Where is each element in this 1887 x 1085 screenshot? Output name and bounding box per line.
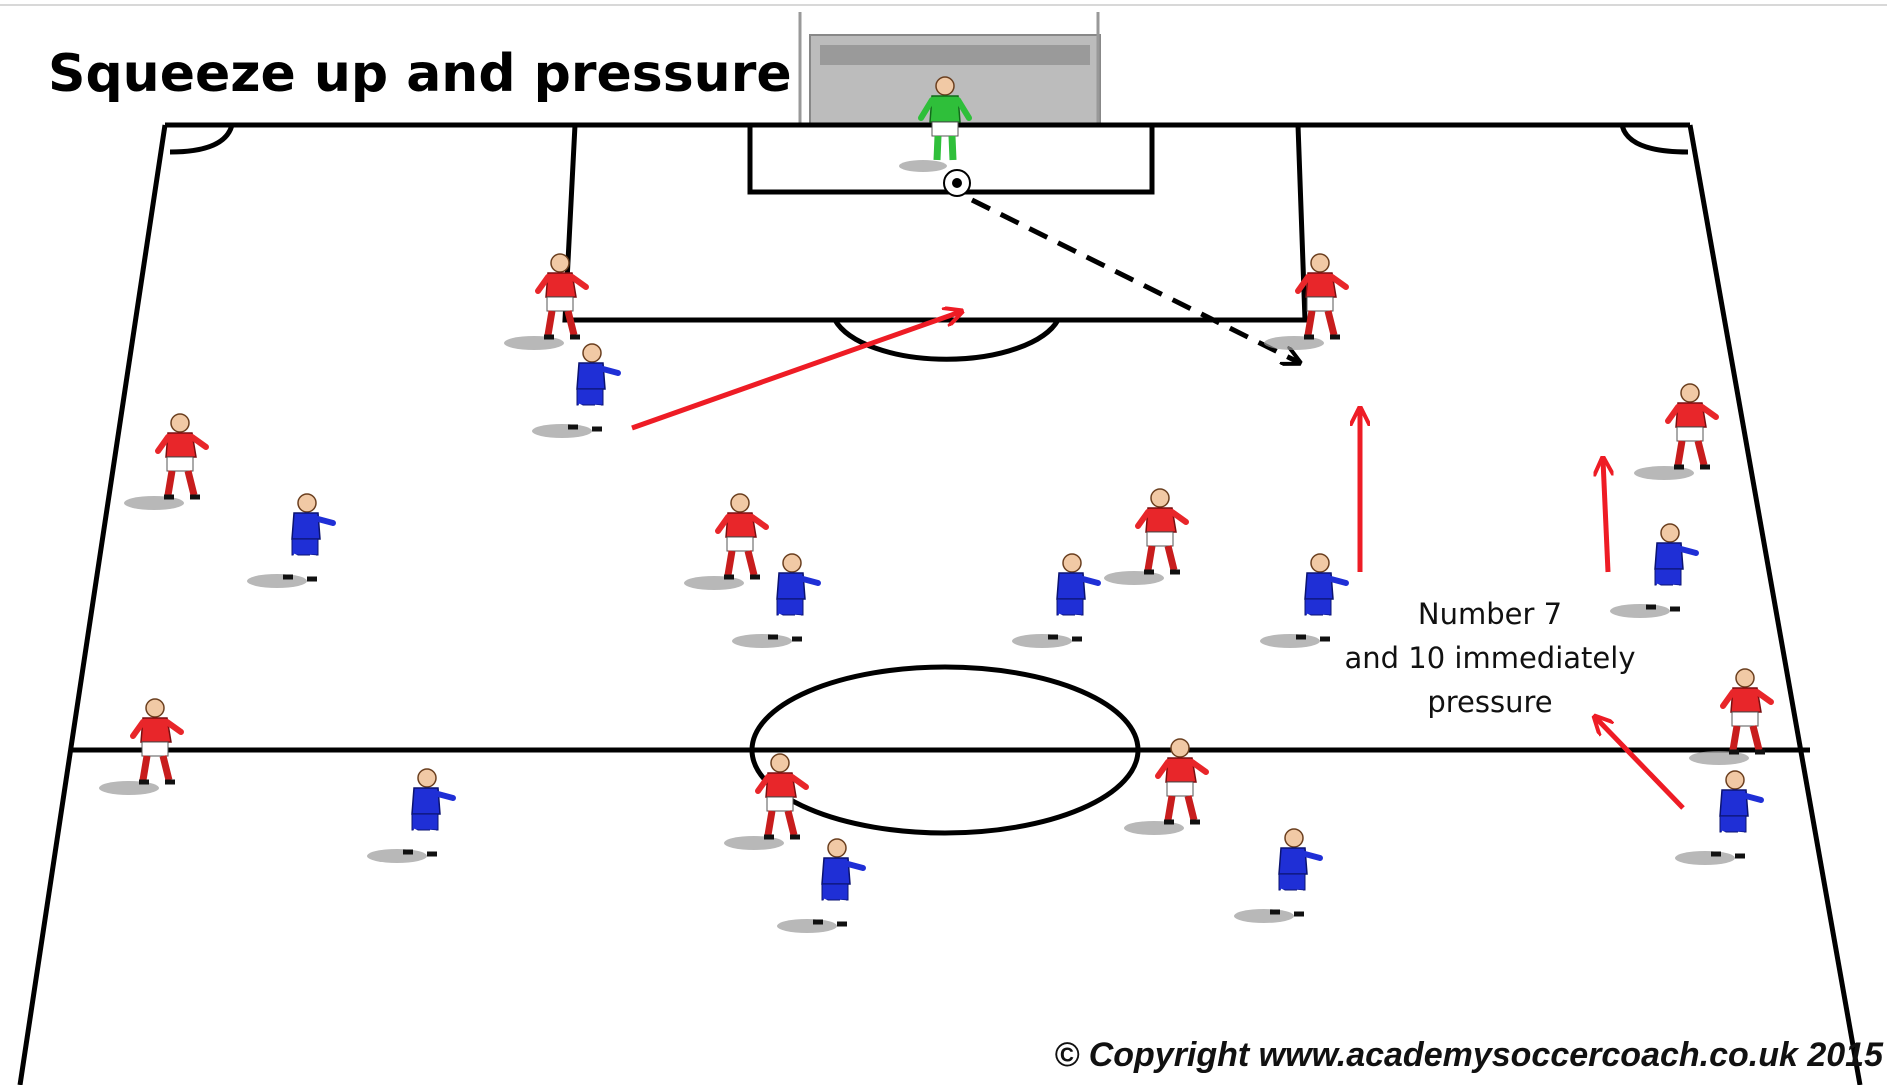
diagram-title: Squeeze up and pressure — [48, 44, 792, 104]
red-player — [684, 494, 766, 590]
red-player — [124, 414, 206, 510]
ball — [943, 169, 971, 197]
corner-arc-right — [1619, 124, 1689, 155]
red-team — [99, 254, 1771, 850]
blue-player — [532, 344, 618, 438]
pass-arrow — [970, 197, 1298, 362]
touchline-right — [1687, 124, 1863, 1085]
red-player — [1634, 384, 1716, 480]
copyright-notice: © Copyright www.academysoccercoach.co.uk… — [1054, 1036, 1883, 1074]
centre-circle — [749, 664, 1141, 836]
pressure-arrow-1 — [631, 312, 960, 431]
pressure-arrow-3 — [1603, 460, 1608, 573]
annotation-line: Number 7 — [1417, 597, 1563, 631]
blue-player — [777, 839, 863, 933]
blue-player — [1012, 554, 1098, 648]
corner-arc-left — [169, 124, 235, 155]
blue-player — [732, 554, 818, 648]
pressure-arrows — [631, 312, 1685, 810]
blue-player — [1234, 829, 1320, 923]
blue-player — [247, 494, 333, 588]
annotation-line: pressure — [1427, 685, 1553, 719]
penalty-arc — [832, 318, 1061, 362]
pressure-annotation: Number 7 and 10 immediately pressure — [1300, 592, 1680, 724]
top-border — [0, 4, 1887, 6]
blue-player — [1675, 771, 1761, 865]
pressure-arrow-4 — [1596, 718, 1685, 810]
red-player — [99, 699, 181, 795]
annotation-line: and 10 immediately — [1344, 641, 1636, 675]
touchline-left — [17, 124, 168, 1085]
red-player — [504, 254, 586, 350]
red-player — [1104, 489, 1186, 585]
blue-player — [367, 769, 453, 863]
